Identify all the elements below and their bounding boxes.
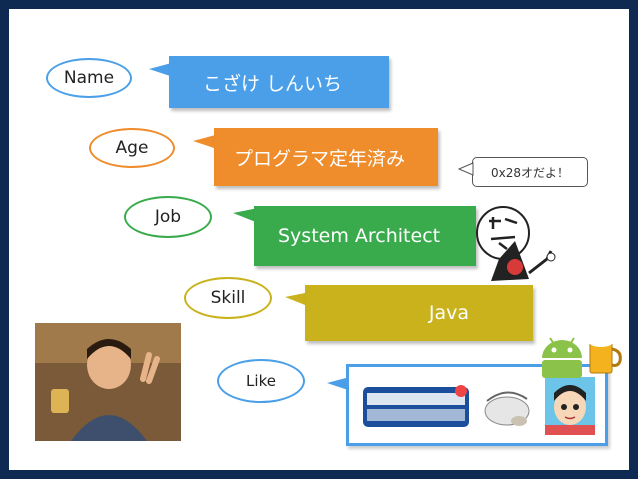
skill-value: Java (305, 285, 533, 341)
skill-label: Skill (184, 277, 272, 319)
slide: Name こざけ しんいち Age プログラマ定年済み 0x28オだよ！ Job… (9, 9, 629, 470)
like-label: Like (217, 359, 305, 403)
anime-character-icon (545, 377, 595, 435)
sketch-image (484, 391, 530, 426)
age-note: 0x28オだよ！ (472, 157, 588, 187)
job-label: Job (124, 196, 212, 238)
age-value: プログラマ定年済み (214, 128, 438, 186)
like-box (346, 364, 608, 446)
anime-logo-image (363, 385, 469, 427)
android-robot-icon (542, 337, 582, 378)
job-value: System Architect (254, 206, 476, 266)
age-note-tail (458, 162, 474, 176)
duke-java-mascot-icon (476, 206, 556, 281)
name-value: こざけ しんいち (169, 56, 389, 108)
age-label: Age (89, 128, 175, 168)
beer-mug-icon (588, 335, 622, 374)
name-label: Name (46, 58, 132, 98)
person-photo (31, 319, 185, 445)
